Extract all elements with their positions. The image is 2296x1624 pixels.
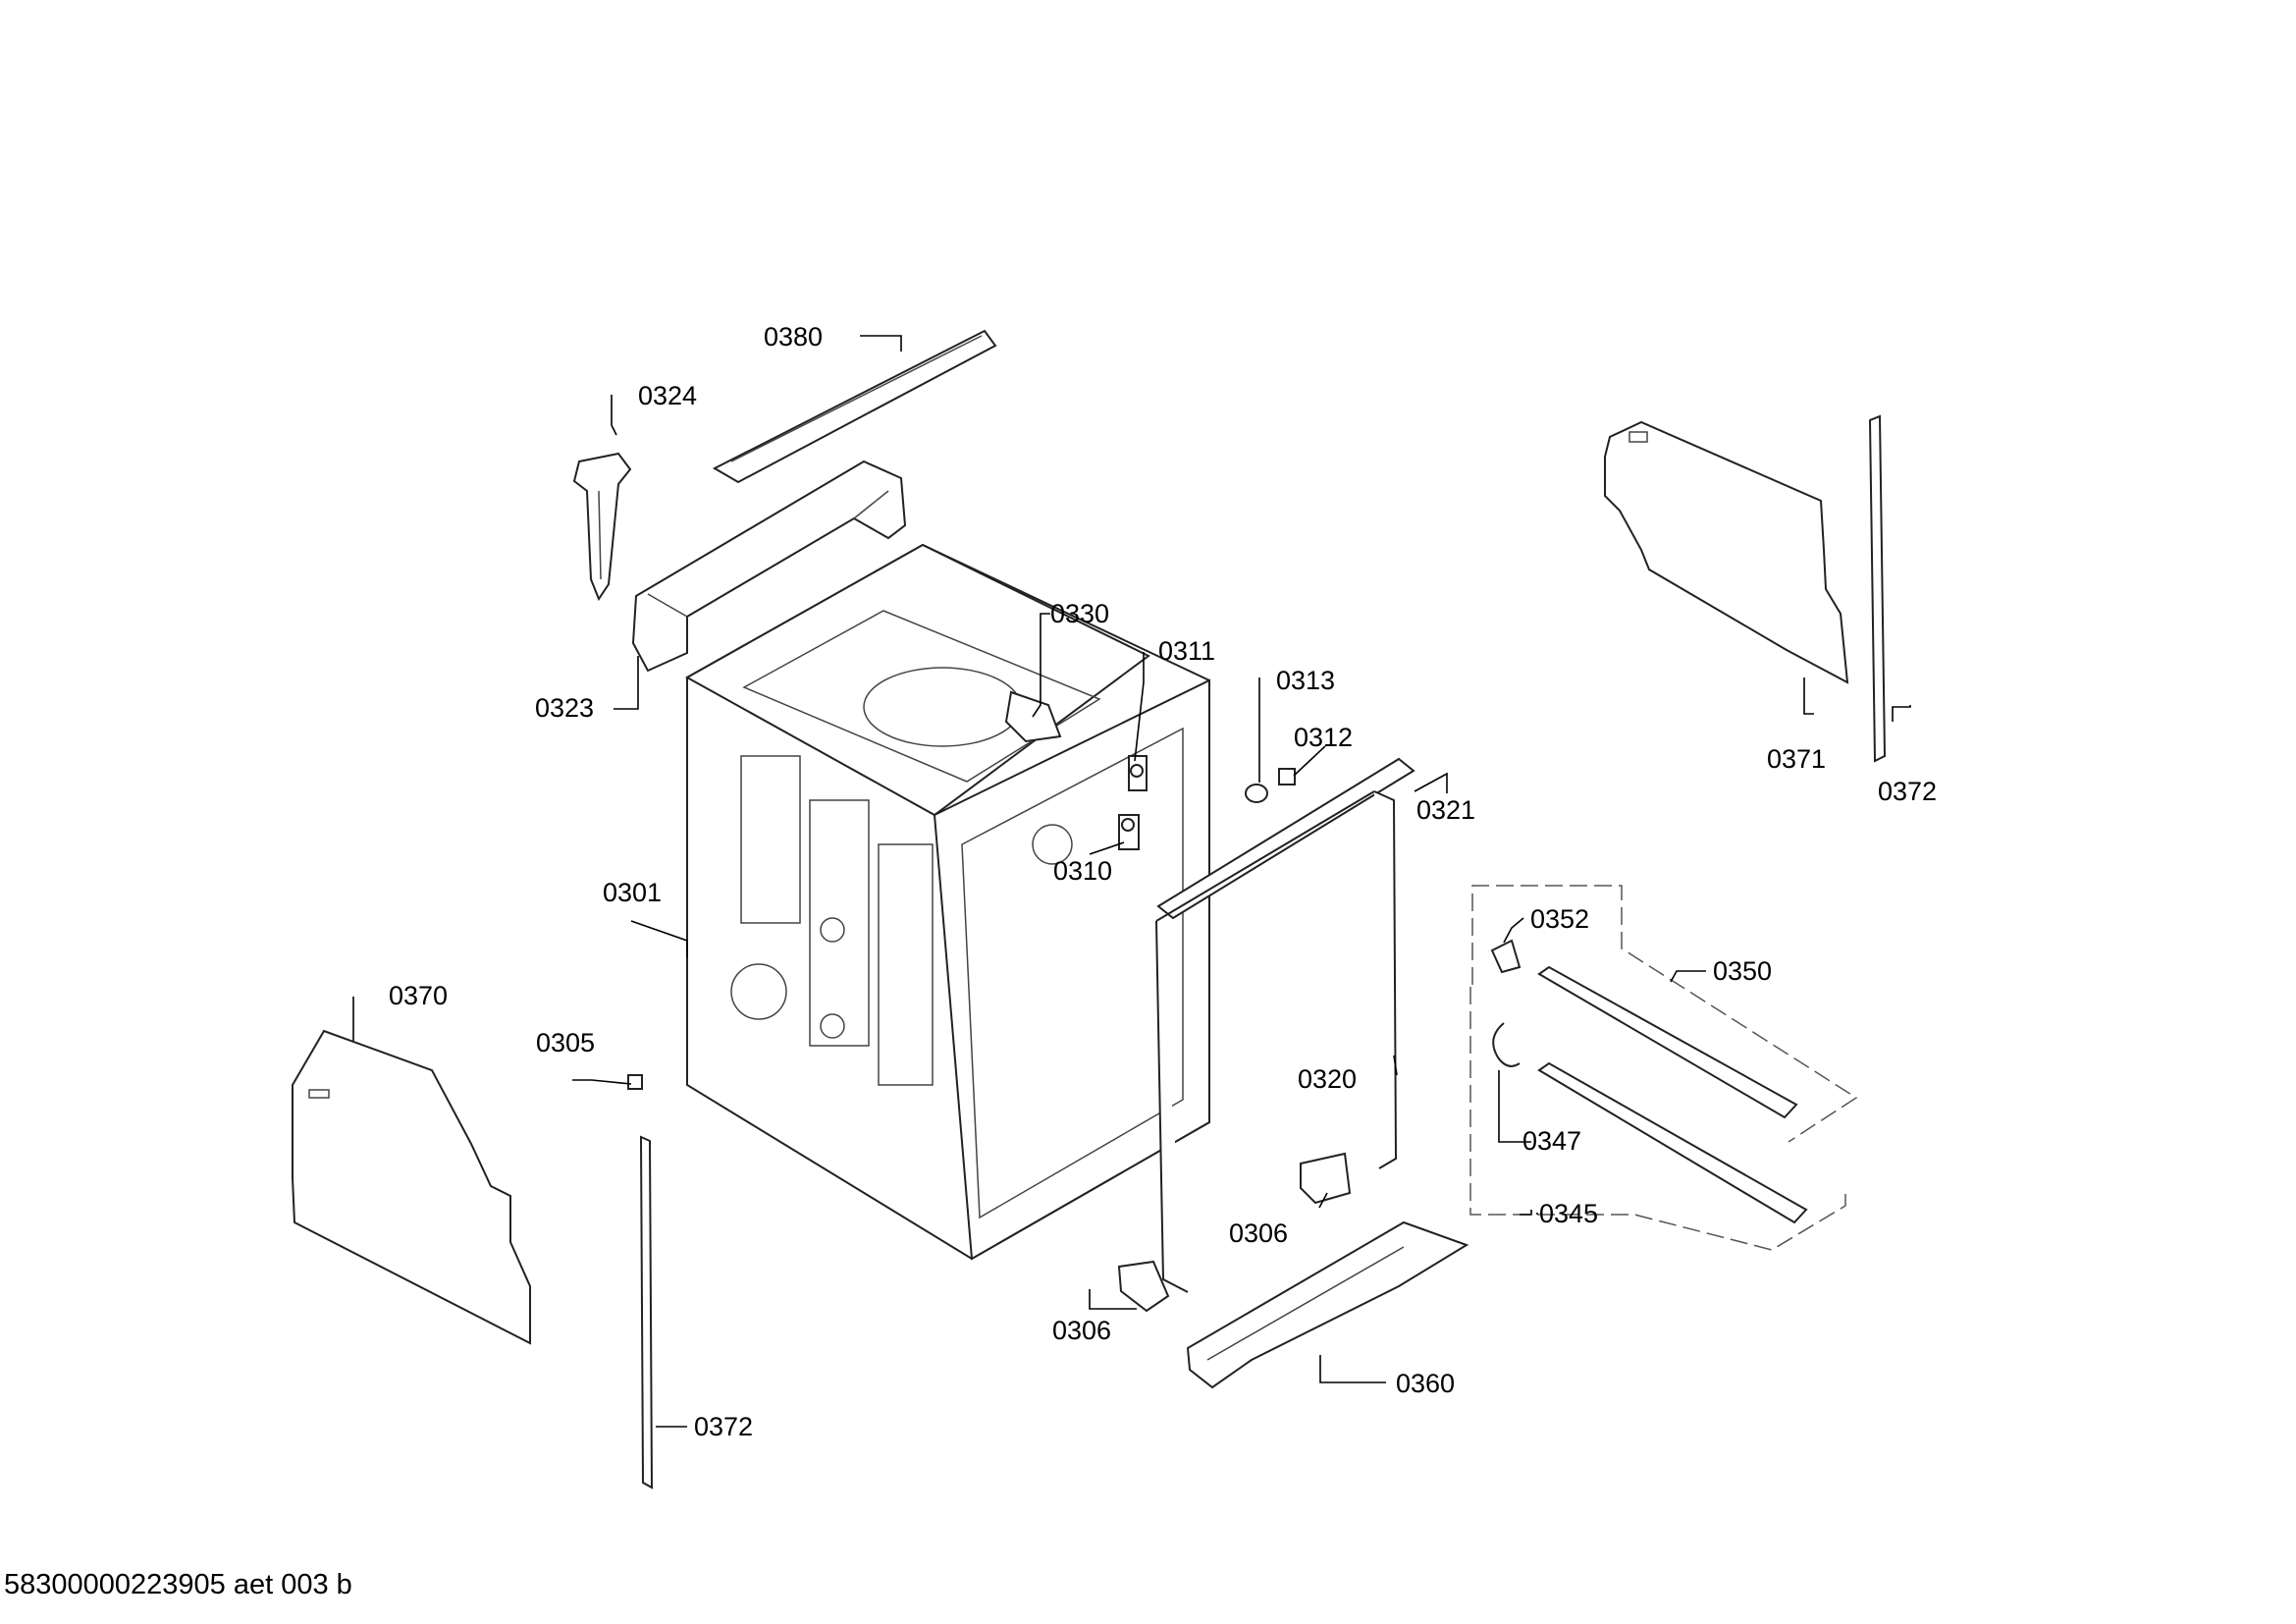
part-0310-0311-hinge	[1118, 755, 1148, 850]
label-0370: 0370	[389, 981, 448, 1010]
label-0360: 0360	[1396, 1369, 1455, 1398]
part-0371-side-panel-right	[1604, 420, 1849, 684]
part-0306-foot-right	[1300, 1152, 1352, 1205]
part-0313-washer	[1245, 784, 1268, 803]
part-0370-side-panel-left	[292, 1029, 531, 1345]
label-0345: 0345	[1539, 1199, 1598, 1228]
part-0312-nut	[1278, 768, 1296, 785]
label-0306-a: 0306	[1229, 1218, 1288, 1248]
label-0310: 0310	[1053, 856, 1112, 886]
part-0320-door-seal	[1155, 790, 1398, 1293]
label-0301: 0301	[603, 878, 662, 907]
label-0350: 0350	[1713, 956, 1772, 986]
label-0372-right: 0372	[1878, 777, 1937, 806]
callout-labels: 0380 0324 0323 0330 0311 0313 0312 0321 …	[389, 322, 1937, 1441]
label-0324: 0324	[638, 381, 697, 410]
document-id-footer: 58300000223905 aet 003 b	[4, 1569, 352, 1600]
part-0372-strip-left	[639, 1135, 654, 1489]
label-0305: 0305	[536, 1028, 595, 1057]
label-0371: 0371	[1767, 744, 1826, 774]
label-0320: 0320	[1298, 1064, 1357, 1094]
part-0360-base-bracket	[1186, 1220, 1469, 1389]
part-0350-0345-rail-group	[1469, 885, 1858, 1251]
label-0323: 0323	[535, 693, 594, 723]
part-0306-foot-left	[1117, 1260, 1170, 1313]
label-0380: 0380	[764, 322, 823, 352]
label-0306-b: 0306	[1052, 1316, 1111, 1345]
label-0352: 0352	[1530, 904, 1589, 934]
label-0372-left: 0372	[694, 1412, 753, 1441]
part-0301-tub	[684, 543, 1210, 1261]
label-0330: 0330	[1050, 599, 1109, 628]
label-0311: 0311	[1158, 636, 1215, 666]
label-0313: 0313	[1276, 666, 1335, 695]
part-0324-connector	[572, 452, 632, 602]
part-0305-clip	[627, 1074, 643, 1090]
label-0347: 0347	[1522, 1126, 1581, 1156]
part-0380-cover-plate	[712, 329, 997, 484]
part-0372-strip-right	[1868, 414, 1887, 763]
part-0323-insulation-block	[631, 460, 907, 673]
label-0312: 0312	[1294, 723, 1353, 752]
label-0321: 0321	[1416, 795, 1475, 825]
leader-lines	[352, 335, 1911, 1428]
